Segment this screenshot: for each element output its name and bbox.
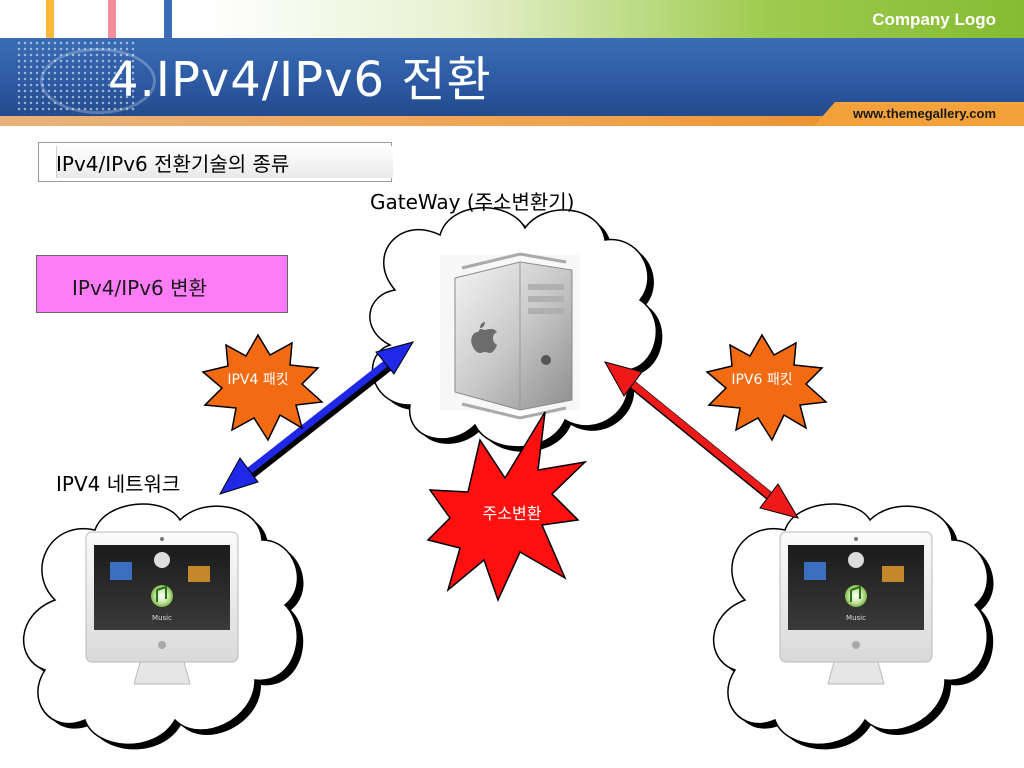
address-conversion-label: 주소변환 bbox=[482, 504, 542, 523]
screen-music-label-right: Music bbox=[846, 614, 866, 622]
conversion-box bbox=[36, 255, 288, 313]
screen-music-label-left: Music bbox=[152, 614, 172, 622]
subtitle-box bbox=[38, 142, 393, 182]
ipv6-packet-label: IPV6 패킷 bbox=[731, 372, 793, 388]
ipv4-packet-burst bbox=[201, 333, 324, 442]
conversion-box-label: IPv4/IPv6 변환 bbox=[72, 276, 207, 300]
decorative-ring bbox=[40, 48, 156, 114]
url-tab bbox=[814, 102, 1024, 126]
photo-icon bbox=[188, 566, 210, 582]
film-icon bbox=[804, 562, 826, 580]
apple-logo-icon bbox=[852, 641, 860, 649]
stripe-pink bbox=[108, 0, 116, 38]
dvd-icon bbox=[848, 552, 864, 568]
ipv6-arrow bbox=[603, 361, 800, 519]
server-tower-icon bbox=[440, 252, 580, 420]
ipv4-network-label: IPV4 네트워크 bbox=[56, 472, 181, 496]
photo-icon bbox=[882, 566, 904, 582]
orange-divider bbox=[0, 116, 1024, 126]
company-logo: Company Logo bbox=[872, 10, 996, 29]
dvd-icon bbox=[154, 552, 170, 568]
slide-subtitle: IPv4/IPv6 전환기술의 종류 bbox=[56, 152, 290, 176]
apple-logo-icon bbox=[471, 322, 497, 353]
film-icon bbox=[110, 562, 132, 580]
gateway-label: GateWay (주소변환기) bbox=[370, 190, 575, 214]
desktop-computer-icon bbox=[779, 531, 933, 685]
address-conversion-burst bbox=[426, 411, 588, 603]
stripe-yellow bbox=[46, 0, 54, 38]
ipv4-arrow bbox=[218, 341, 415, 495]
apple-logo-icon bbox=[158, 641, 166, 649]
stripe-blue bbox=[164, 0, 172, 38]
desktop-computer-icon bbox=[85, 531, 239, 685]
site-url: www.themegallery.com bbox=[852, 106, 996, 121]
slide-title: 4.IPv4/IPv6 전환 bbox=[108, 52, 492, 108]
ipv4-packet-label: IPV4 패킷 bbox=[227, 372, 289, 388]
ipv6-packet-burst bbox=[705, 333, 828, 442]
